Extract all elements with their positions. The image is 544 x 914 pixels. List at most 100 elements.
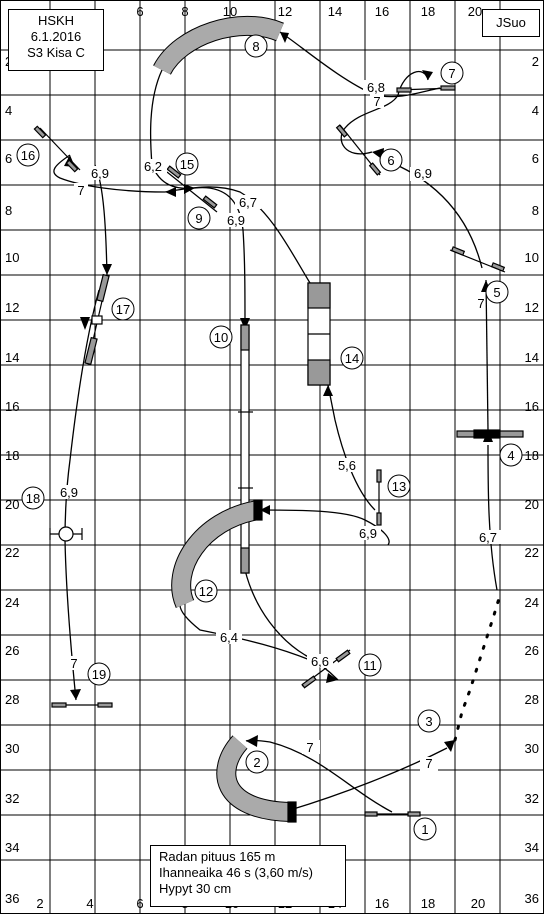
right-label: 20 — [525, 497, 539, 512]
jump-16 — [33, 125, 81, 173]
number-badge-7: 7 — [440, 61, 464, 85]
svg-text:10: 10 — [214, 330, 228, 345]
distance-label: 5,6 — [338, 458, 356, 473]
bottom-label: 18 — [421, 896, 435, 911]
distance-label: 6,9 — [60, 485, 78, 500]
distance-label: 7 — [373, 94, 380, 109]
path-6-7 — [340, 70, 429, 155]
right-label: 14 — [525, 350, 539, 365]
right-label: 8 — [532, 203, 539, 218]
svg-text:9: 9 — [195, 211, 202, 226]
bottom-label: 16 — [375, 896, 389, 911]
number-badge-15: 15 — [175, 152, 199, 176]
aframe-14 — [307, 282, 331, 386]
top-label: 20 — [468, 4, 482, 19]
svg-text:2: 2 — [253, 755, 260, 770]
bottom-label: 20 — [471, 896, 485, 911]
right-label: 24 — [525, 595, 539, 610]
left-label: 6 — [5, 151, 12, 166]
distance-label: 7 — [306, 740, 313, 755]
jump-7 — [396, 85, 456, 93]
svg-text:14: 14 — [345, 351, 359, 366]
svg-text:19: 19 — [92, 667, 106, 682]
svg-text:6: 6 — [387, 153, 394, 168]
jump-19 — [51, 702, 113, 708]
course-date: 6.1.2016 — [30, 29, 82, 44]
path-4-approach — [487, 444, 498, 591]
left-label: 36 — [5, 891, 19, 906]
path-2-3 — [289, 747, 448, 811]
path-13-14 — [327, 384, 376, 511]
right-label: 12 — [525, 300, 539, 315]
right-label: 36 — [525, 891, 539, 906]
svg-text:1: 1 — [421, 822, 428, 837]
bottom-label: 4 — [86, 896, 93, 911]
number-badge-12: 12 — [194, 579, 218, 603]
number-badge-9: 9 — [187, 206, 211, 230]
right-label: 4 — [532, 103, 539, 118]
course-length: Radan pituus 165 m — [159, 849, 276, 864]
left-label: 20 — [5, 497, 19, 512]
number-badge-18: 18 — [21, 486, 45, 510]
top-label: 6 — [136, 4, 143, 19]
distance-label: 7 — [70, 656, 77, 671]
number-badge-11: 11 — [358, 653, 382, 677]
svg-text:15: 15 — [180, 157, 194, 172]
grid-labels: 6 8 10 12 14 16 18 20 2 4 6 8 10 12 14 1… — [5, 4, 539, 911]
svg-text:13: 13 — [392, 479, 406, 494]
right-label: 22 — [525, 545, 539, 560]
number-badge-5: 5 — [485, 280, 509, 304]
number-badge-19: 19 — [87, 662, 111, 686]
left-label: 26 — [5, 643, 19, 658]
distance-label: 6,9 — [91, 166, 109, 181]
bottom-label: 6 — [136, 896, 143, 911]
path-3-4-dotted — [453, 593, 502, 742]
dogwalk-10 — [238, 324, 253, 574]
club-name: HSKH — [37, 13, 75, 28]
number-badge-6: 6 — [379, 148, 403, 172]
path-16-17 — [94, 164, 108, 276]
distance-label: 6,7 — [479, 530, 497, 545]
jump-11 — [301, 649, 351, 689]
top-label: 10 — [223, 4, 237, 19]
dog-path — [53, 31, 502, 813]
svg-text:3: 3 — [425, 714, 432, 729]
number-badge-3: 3 — [417, 709, 441, 733]
standard-course-time: Ihanneaika 46 s (3,60 m/s) — [159, 865, 313, 880]
course-header: HSKH 6.1.2016 S3 Kisa C — [8, 9, 104, 71]
number-badge-2: 2 — [245, 750, 269, 774]
judge-initials: JSuo — [482, 9, 540, 37]
left-label: 30 — [5, 741, 19, 756]
jump-9 — [166, 165, 218, 213]
path-4-5 — [485, 279, 489, 431]
right-label: 30 — [525, 741, 539, 756]
course-class: S3 Kisa C — [27, 45, 85, 60]
left-label: 22 — [5, 545, 19, 560]
right-label: 32 — [525, 791, 539, 806]
distance-label: 7 — [77, 183, 84, 198]
right-label: 26 — [525, 643, 539, 658]
top-label: 16 — [375, 4, 389, 19]
right-label: 34 — [525, 840, 539, 855]
obstacles — [33, 15, 524, 823]
jump-13 — [376, 469, 382, 526]
top-label: 18 — [421, 4, 435, 19]
course-info: Radan pituus 165 m Ihanneaika 46 s (3,60… — [150, 845, 346, 907]
bottom-label: 2 — [36, 896, 43, 911]
tire-18 — [49, 526, 83, 542]
top-label: 12 — [278, 4, 292, 19]
obstacle-numbers: 1 2 3 4 5 6 7 8 9 10 11 12 13 14 15 16 1… — [16, 34, 523, 841]
jump-17 — [84, 273, 110, 366]
right-label: 28 — [525, 692, 539, 707]
path-12-13 — [259, 509, 390, 546]
svg-text:17: 17 — [116, 302, 130, 317]
svg-text:16: 16 — [21, 148, 35, 163]
distance-labels: 7 7 6,7 7 6,9 6,8 7 6,9 6,7 6,6 6,4 6,9 … — [56, 80, 501, 771]
number-badge-17: 17 — [111, 297, 135, 321]
path-18-19 — [64, 539, 77, 701]
number-badge-14: 14 — [340, 346, 364, 370]
number-badge-10: 10 — [209, 325, 233, 349]
left-label: 8 — [5, 203, 12, 218]
